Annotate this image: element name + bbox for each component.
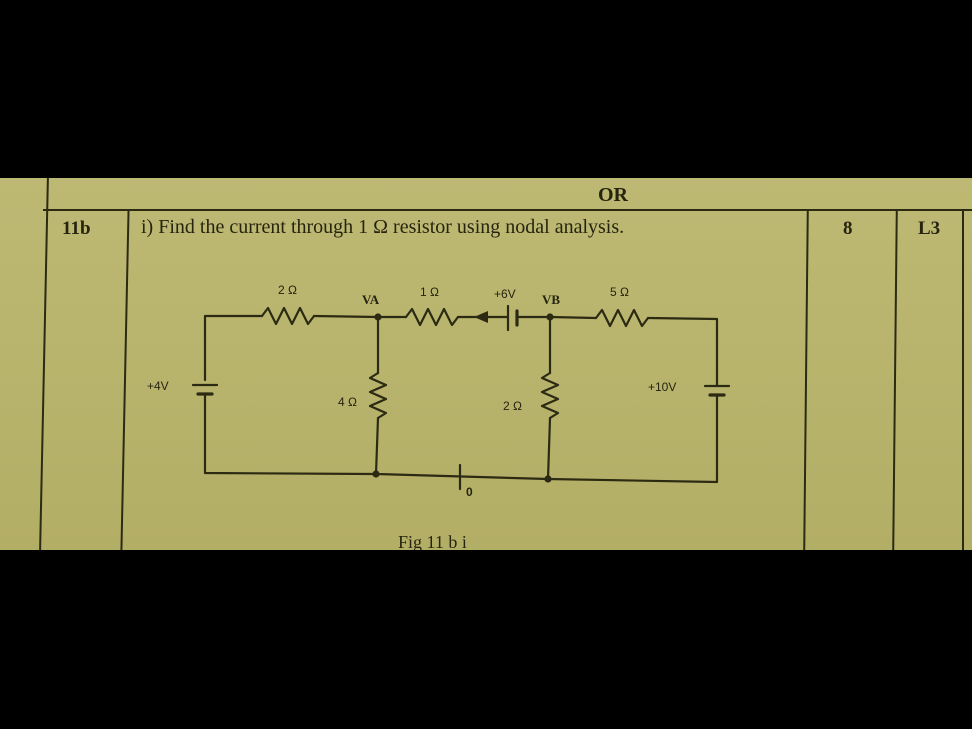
label-src-mid: +6V — [494, 287, 516, 301]
figure-caption: Fig 11 b i — [398, 532, 467, 550]
wire-vb-r5 — [548, 315, 598, 320]
wire-r5-right — [646, 316, 719, 387]
node-vb-dot — [546, 313, 554, 321]
question-number: 11b — [62, 218, 91, 239]
label-src-left: +4V — [147, 379, 169, 393]
label-r-shunt-a: 4 Ω — [338, 395, 357, 409]
question-text: i) Find the current through 1 Ω resistor… — [141, 216, 625, 238]
or-separator: OR — [598, 184, 628, 206]
circuit-diagram: 2 Ω 1 Ω 5 Ω 4 Ω 2 Ω +4V +6V +10V 0 VA VB — [147, 283, 731, 499]
label-ground: 0 — [466, 485, 473, 499]
junction-dot-right — [544, 475, 552, 483]
current-arrow-icon — [474, 311, 488, 323]
label-node-vb: VB — [542, 292, 560, 307]
label-node-va: VA — [362, 292, 380, 307]
resistor-4ohm — [368, 371, 388, 420]
label-r-shunt-b: 2 Ω — [503, 399, 522, 413]
label-src-right: +10V — [648, 380, 676, 394]
label-r-mid: 1 Ω — [420, 285, 439, 299]
resistor-2ohm-shunt — [540, 371, 560, 420]
wire-right-bottom — [546, 393, 719, 484]
node-va-dot — [374, 313, 382, 321]
resistor-2ohm-left — [260, 306, 316, 326]
resistor-5ohm — [594, 308, 650, 328]
table-col-divider-4 — [962, 211, 964, 550]
resistor-1ohm — [404, 307, 460, 327]
wire-2ohm-ground — [546, 416, 552, 481]
question-level: L3 — [918, 218, 941, 239]
table-row-divider — [43, 209, 972, 211]
label-r-left: 2 Ω — [278, 283, 297, 297]
question-marks: 8 — [843, 218, 853, 239]
exam-paper: OR 11b i) Find the current through 1 Ω r… — [0, 178, 972, 550]
wire-to-va — [312, 314, 380, 319]
junction-dot-left — [372, 470, 380, 478]
wire-4ohm-ground — [374, 416, 380, 476]
ground-bus — [374, 472, 550, 481]
label-r-right: 5 Ω — [610, 285, 629, 299]
wire-left-top — [203, 314, 264, 382]
wire-left-bottom — [203, 392, 375, 476]
